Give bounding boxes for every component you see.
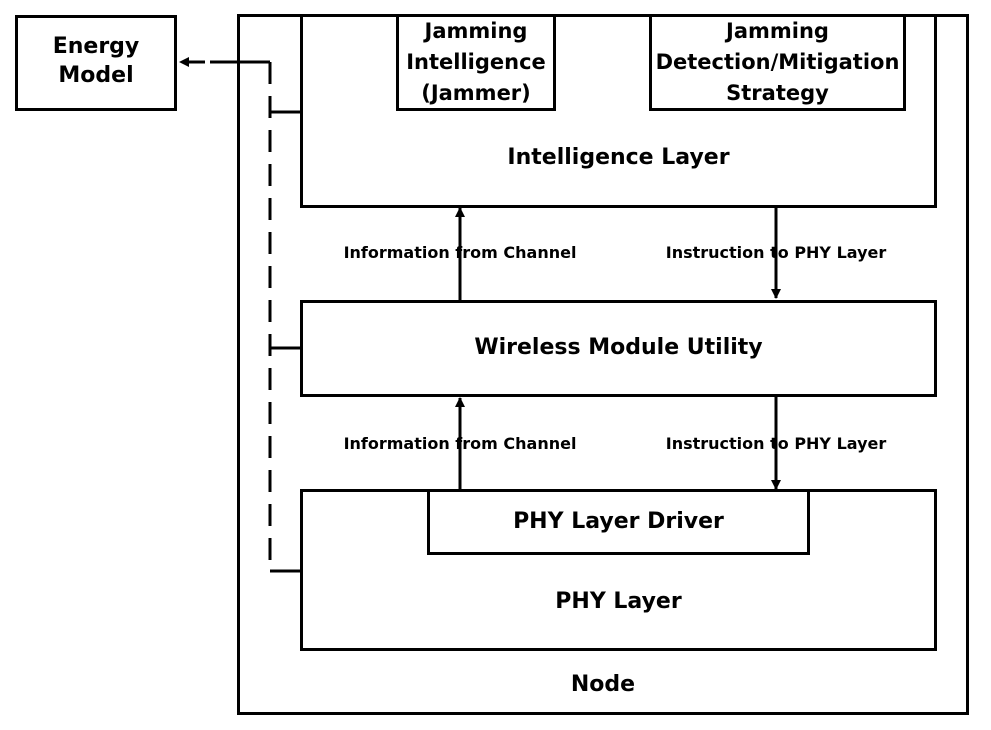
energy-model-line2: Model (58, 63, 134, 88)
info-from-channel-upper-label: Information from Channel (343, 243, 577, 262)
info-from-channel-lower-label: Information from Channel (343, 434, 577, 453)
detection-strategy-line3: Strategy (726, 81, 829, 105)
intelligence-layer-box (300, 14, 937, 208)
jamming-intelligence-line2: Intelligence (406, 50, 546, 74)
jamming-intelligence-box (396, 14, 556, 111)
detection-strategy-label: Jamming Detection/Mitigation Strategy (649, 16, 906, 109)
instruction-to-phy-upper-label: Instruction to PHY Layer (665, 243, 887, 262)
phy-layer-driver-box (427, 489, 810, 555)
phy-layer-driver-label: PHY Layer Driver (513, 509, 724, 534)
intelligence-layer-label: Intelligence Layer (507, 145, 730, 170)
wireless-module-label: Wireless Module Utility (474, 335, 763, 360)
node-label: Node (570, 672, 636, 697)
jamming-intelligence-label: Jamming Intelligence (Jammer) (396, 16, 556, 109)
energy-model-label: Energy Model (15, 32, 177, 90)
phy-layer-label: PHY Layer (555, 589, 682, 614)
detection-strategy-line1: Jamming (726, 19, 829, 43)
instruction-to-phy-lower-label: Instruction to PHY Layer (665, 434, 887, 453)
energy-model-box (15, 15, 177, 111)
jamming-intelligence-line1: Jamming (424, 19, 528, 43)
wireless-module-box (300, 300, 937, 397)
jamming-intelligence-line3: (Jammer) (421, 81, 531, 105)
detection-strategy-box (649, 14, 906, 111)
detection-strategy-line2: Detection/Mitigation (655, 50, 900, 74)
energy-model-line1: Energy (52, 34, 140, 59)
